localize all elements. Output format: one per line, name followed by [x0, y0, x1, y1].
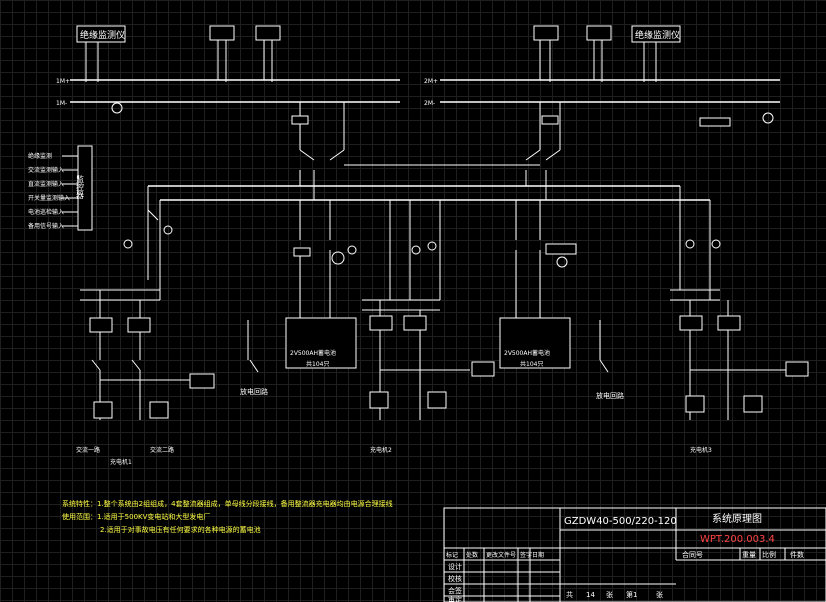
- charger-module: [369, 315, 393, 331]
- meter-box: [255, 25, 281, 41]
- meter-circle: [347, 245, 357, 255]
- battery-left-label: 2V500AH蓄电池: [290, 349, 336, 357]
- meter-circle: [411, 245, 421, 255]
- meter-circle: [685, 239, 695, 249]
- controller-title: 监控器: [76, 174, 85, 200]
- title-row: 审定: [448, 595, 462, 602]
- ac-in1-label: 交流一路: [76, 446, 100, 454]
- charger1-label: 充电机1: [110, 458, 132, 466]
- meter-box: [533, 25, 559, 41]
- title-drawing-no: WPT.200.003.4: [700, 534, 775, 545]
- title-header-col: 处数: [466, 551, 478, 559]
- meter-circle: [111, 102, 123, 114]
- meter-circle: [427, 241, 437, 251]
- bus-neg-right-label: 2M-: [424, 100, 435, 107]
- meter-circle: [331, 251, 345, 265]
- bus-neg-left-label: 1M-: [56, 100, 67, 107]
- sheet-unit: 张: [606, 590, 613, 599]
- bus-pos-right-label: 2M+: [424, 78, 438, 85]
- sheet-total: 共: [566, 590, 573, 599]
- scale-header: 件数: [790, 550, 804, 559]
- charger-module: [127, 317, 151, 333]
- relay-box: [785, 361, 809, 377]
- charger-module: [679, 315, 703, 331]
- controller-input: 绝缘监测: [28, 152, 52, 160]
- ac-contactor: [427, 391, 447, 409]
- scale-header: 合同号: [682, 550, 703, 559]
- controller-input: 备用信号输入: [28, 222, 64, 230]
- controller-input: 开关量监测输入: [28, 194, 70, 202]
- controller-input: 交流监测输入: [28, 166, 64, 174]
- shunt-box: [291, 115, 309, 125]
- shunt-box: [541, 115, 559, 125]
- meter-circle: [163, 225, 173, 235]
- relay-box: [471, 361, 495, 377]
- sheet-count: 14: [586, 591, 595, 599]
- sheet-unit2: 张: [656, 590, 663, 599]
- title-header-col: 签字: [520, 551, 532, 559]
- bus-pos-left-label: 1M+: [56, 78, 70, 85]
- scale-header: 重量: [742, 551, 756, 559]
- discharge-right-label: 放电回路: [596, 391, 624, 400]
- meter-circle: [711, 239, 721, 249]
- discharge-left-label: 放电回路: [240, 387, 268, 396]
- title-name: 系统原理图: [712, 512, 762, 525]
- battery-left-count: 共104只: [306, 360, 329, 368]
- charger-module: [89, 317, 113, 333]
- title-row: 会签: [448, 586, 462, 595]
- meter-circle: [123, 239, 133, 249]
- meter-circle: [762, 112, 774, 124]
- note-line1: 系统特性：1.整个系统由2组组成，4套整流器组成，单母线分段接线，备用整流器充电…: [62, 499, 393, 508]
- charger-module: [403, 315, 427, 331]
- monitor-left-box: [76, 25, 126, 43]
- controller-input: 直流监测输入: [28, 180, 64, 188]
- charger3-label: 充电机3: [690, 446, 712, 454]
- title-header-col: 更改文件号: [486, 551, 516, 559]
- ac-contactor: [369, 391, 389, 409]
- meter-box: [209, 25, 235, 41]
- title-header-col: 标记: [446, 551, 458, 559]
- title-row: 校核: [448, 574, 462, 583]
- title-row: 设计: [448, 562, 462, 571]
- ac-contactor: [685, 395, 705, 413]
- title-block: GZDW40-500/220-120 系统原理图 WPT.200.003.4 标…: [443, 507, 826, 602]
- title-header-col: 日期: [532, 551, 544, 559]
- monitor-left-label: 绝缘监测仪: [80, 29, 125, 41]
- ac-contactor: [93, 401, 113, 419]
- meter-circle: [556, 256, 568, 268]
- battery-bank-left: [285, 317, 357, 369]
- note-line2: 使用范围：1.适用于500KV变电站和大型发电厂: [62, 512, 210, 521]
- ac-in2-label: 交流二路: [150, 446, 174, 454]
- meter-box: [545, 243, 577, 255]
- controller-input: 电池巡检输入: [28, 208, 64, 216]
- battery-bank-right: [499, 317, 571, 369]
- charger-module: [717, 315, 741, 331]
- controller-inputs: 绝缘监测 交流监测输入 直流监测输入 开关量监测输入 电池巡检输入 备用信号输入: [28, 152, 70, 230]
- meter-box: [586, 25, 612, 41]
- title-model: GZDW40-500/220-120: [564, 516, 677, 527]
- controller-box: [77, 145, 93, 231]
- monitor-right-label: 绝缘监测仪: [635, 29, 680, 41]
- scale-header: 比例: [762, 550, 776, 559]
- note-line3: 2.适用于对事故电压有任何要求的各种电源的蓄电池: [100, 525, 261, 534]
- battery-right-count: 共104只: [520, 360, 543, 368]
- sheet-index: 第1: [626, 590, 637, 599]
- battery-right-label: 2V500AH蓄电池: [504, 349, 550, 357]
- charger2-label: 充电机2: [370, 446, 392, 454]
- fuse-box: [699, 117, 731, 127]
- ac-contactor: [149, 401, 169, 419]
- ac-contactor: [743, 395, 763, 413]
- relay-box: [189, 373, 215, 389]
- shunt-box: [293, 247, 311, 257]
